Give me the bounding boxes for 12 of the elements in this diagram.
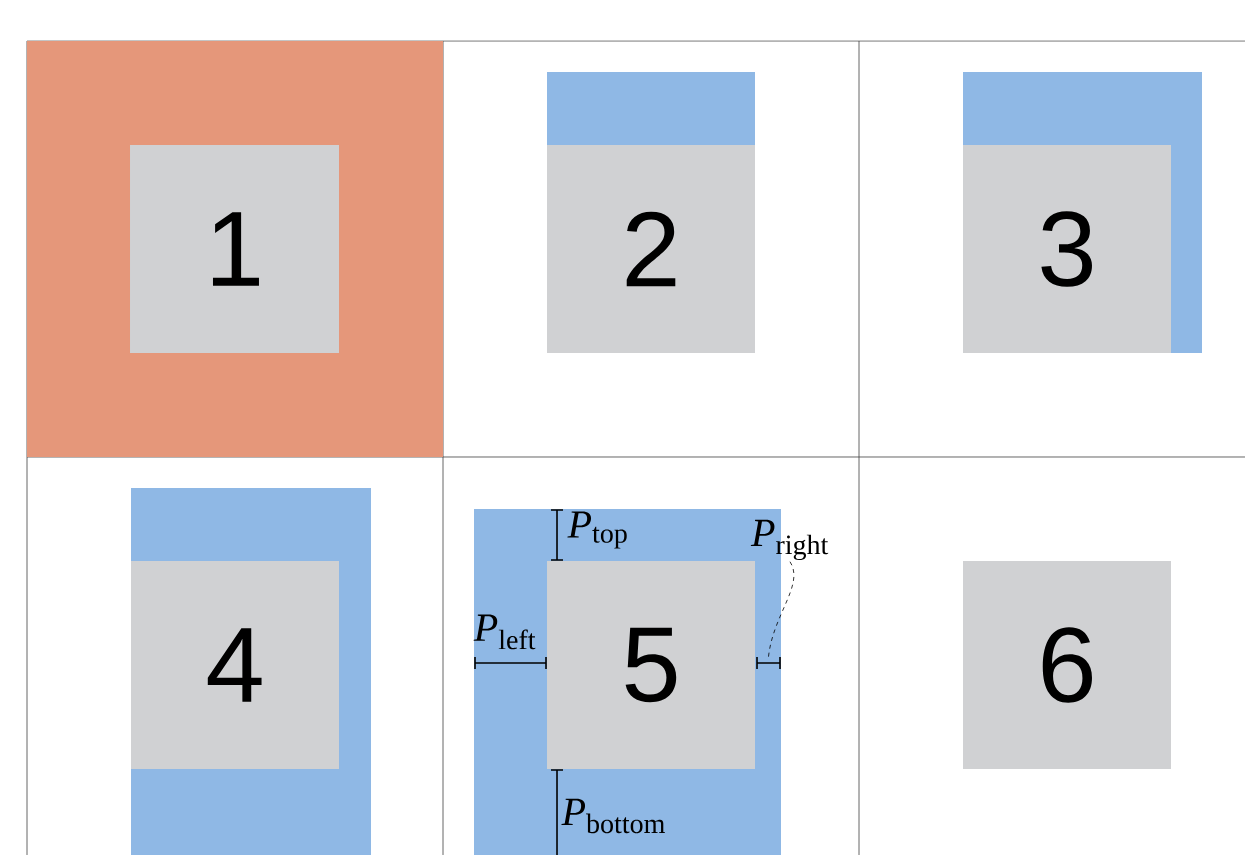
leader-line — [767, 561, 795, 660]
dimension-label: P$_{top}$ — [567, 511, 627, 549]
dimension-label: P$_{right}$ — [750, 519, 829, 561]
dimension-label: P$_{bottom}$ — [561, 798, 665, 834]
numbered-box: 1 — [130, 145, 339, 353]
numbered-box: 3 — [963, 145, 1171, 353]
numbered-box: 6 — [963, 561, 1171, 769]
numbered-box: 5 — [547, 561, 755, 769]
padding-area — [547, 72, 755, 145]
dimension-label: P$_{left}$ — [473, 614, 536, 650]
numbered-box: 2 — [547, 145, 755, 353]
numbered-box: 4 — [131, 561, 339, 769]
